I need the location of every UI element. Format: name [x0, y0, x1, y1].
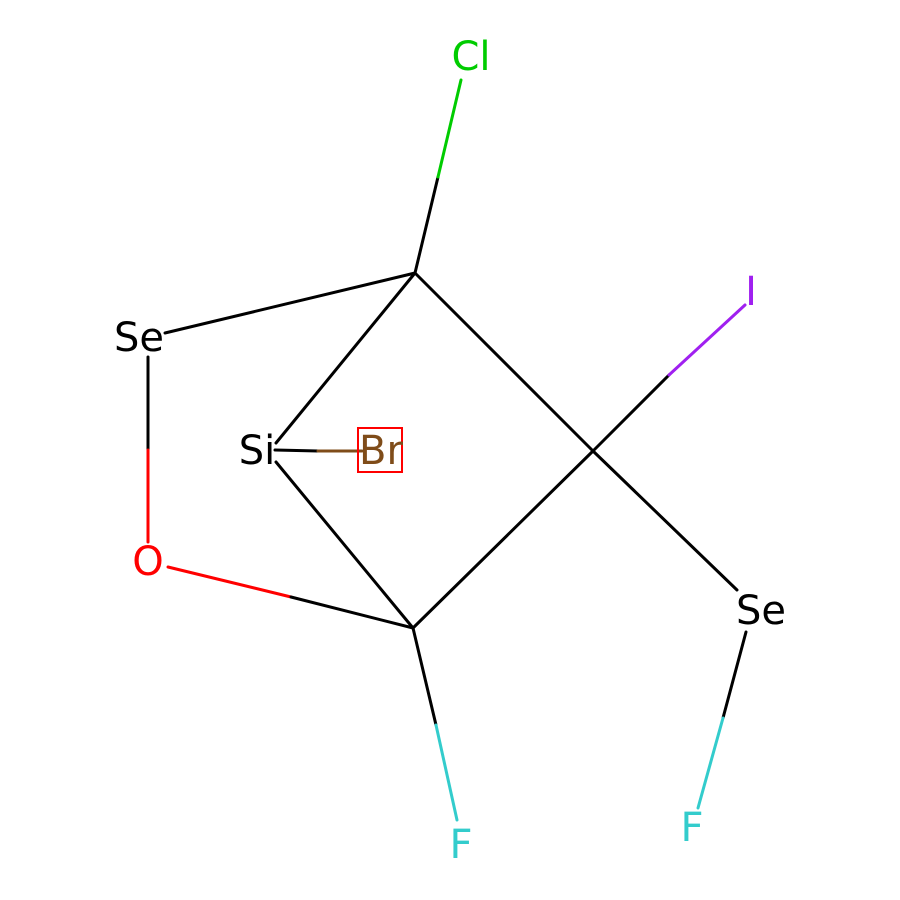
- atom-o: O: [132, 539, 163, 585]
- bond-c3-c2: [411, 449, 595, 630]
- atom-i: I: [745, 269, 757, 315]
- bond-o-c2: [289, 595, 415, 630]
- bond-c1-c3: [413, 271, 595, 453]
- atom-f-2: F: [680, 805, 703, 851]
- bond-c2-f1-colored: [434, 723, 459, 822]
- bond-o-c2-colored: [166, 565, 293, 599]
- atom-f-1: F: [449, 822, 472, 868]
- bond-c1-cl-colored: [436, 78, 463, 179]
- bond-si-c2: [274, 460, 415, 630]
- atom-si: Si: [239, 428, 276, 474]
- bond-c1-se1: [163, 271, 417, 335]
- bond-c3-i: [591, 373, 671, 453]
- bonds: [146, 78, 748, 822]
- bond-si-br: [273, 448, 320, 453]
- atom-br: Br: [359, 428, 403, 474]
- atom-se-2: Se: [736, 588, 786, 634]
- bond-se2-f2-colored: [696, 716, 725, 810]
- bond-c3-i-colored: [667, 303, 747, 377]
- atom-labels: Cl I Se Si Br O Se F F: [114, 34, 786, 868]
- bond-c3-se2: [591, 449, 739, 592]
- bond-se2-f2: [721, 630, 748, 720]
- bond-c2-f1: [411, 626, 438, 727]
- atom-cl: Cl: [451, 34, 490, 80]
- bond-c1-si: [274, 271, 417, 445]
- br-highlight-box: [357, 427, 403, 473]
- bond-c1-cl: [413, 175, 440, 275]
- atom-se-1: Se: [114, 315, 164, 361]
